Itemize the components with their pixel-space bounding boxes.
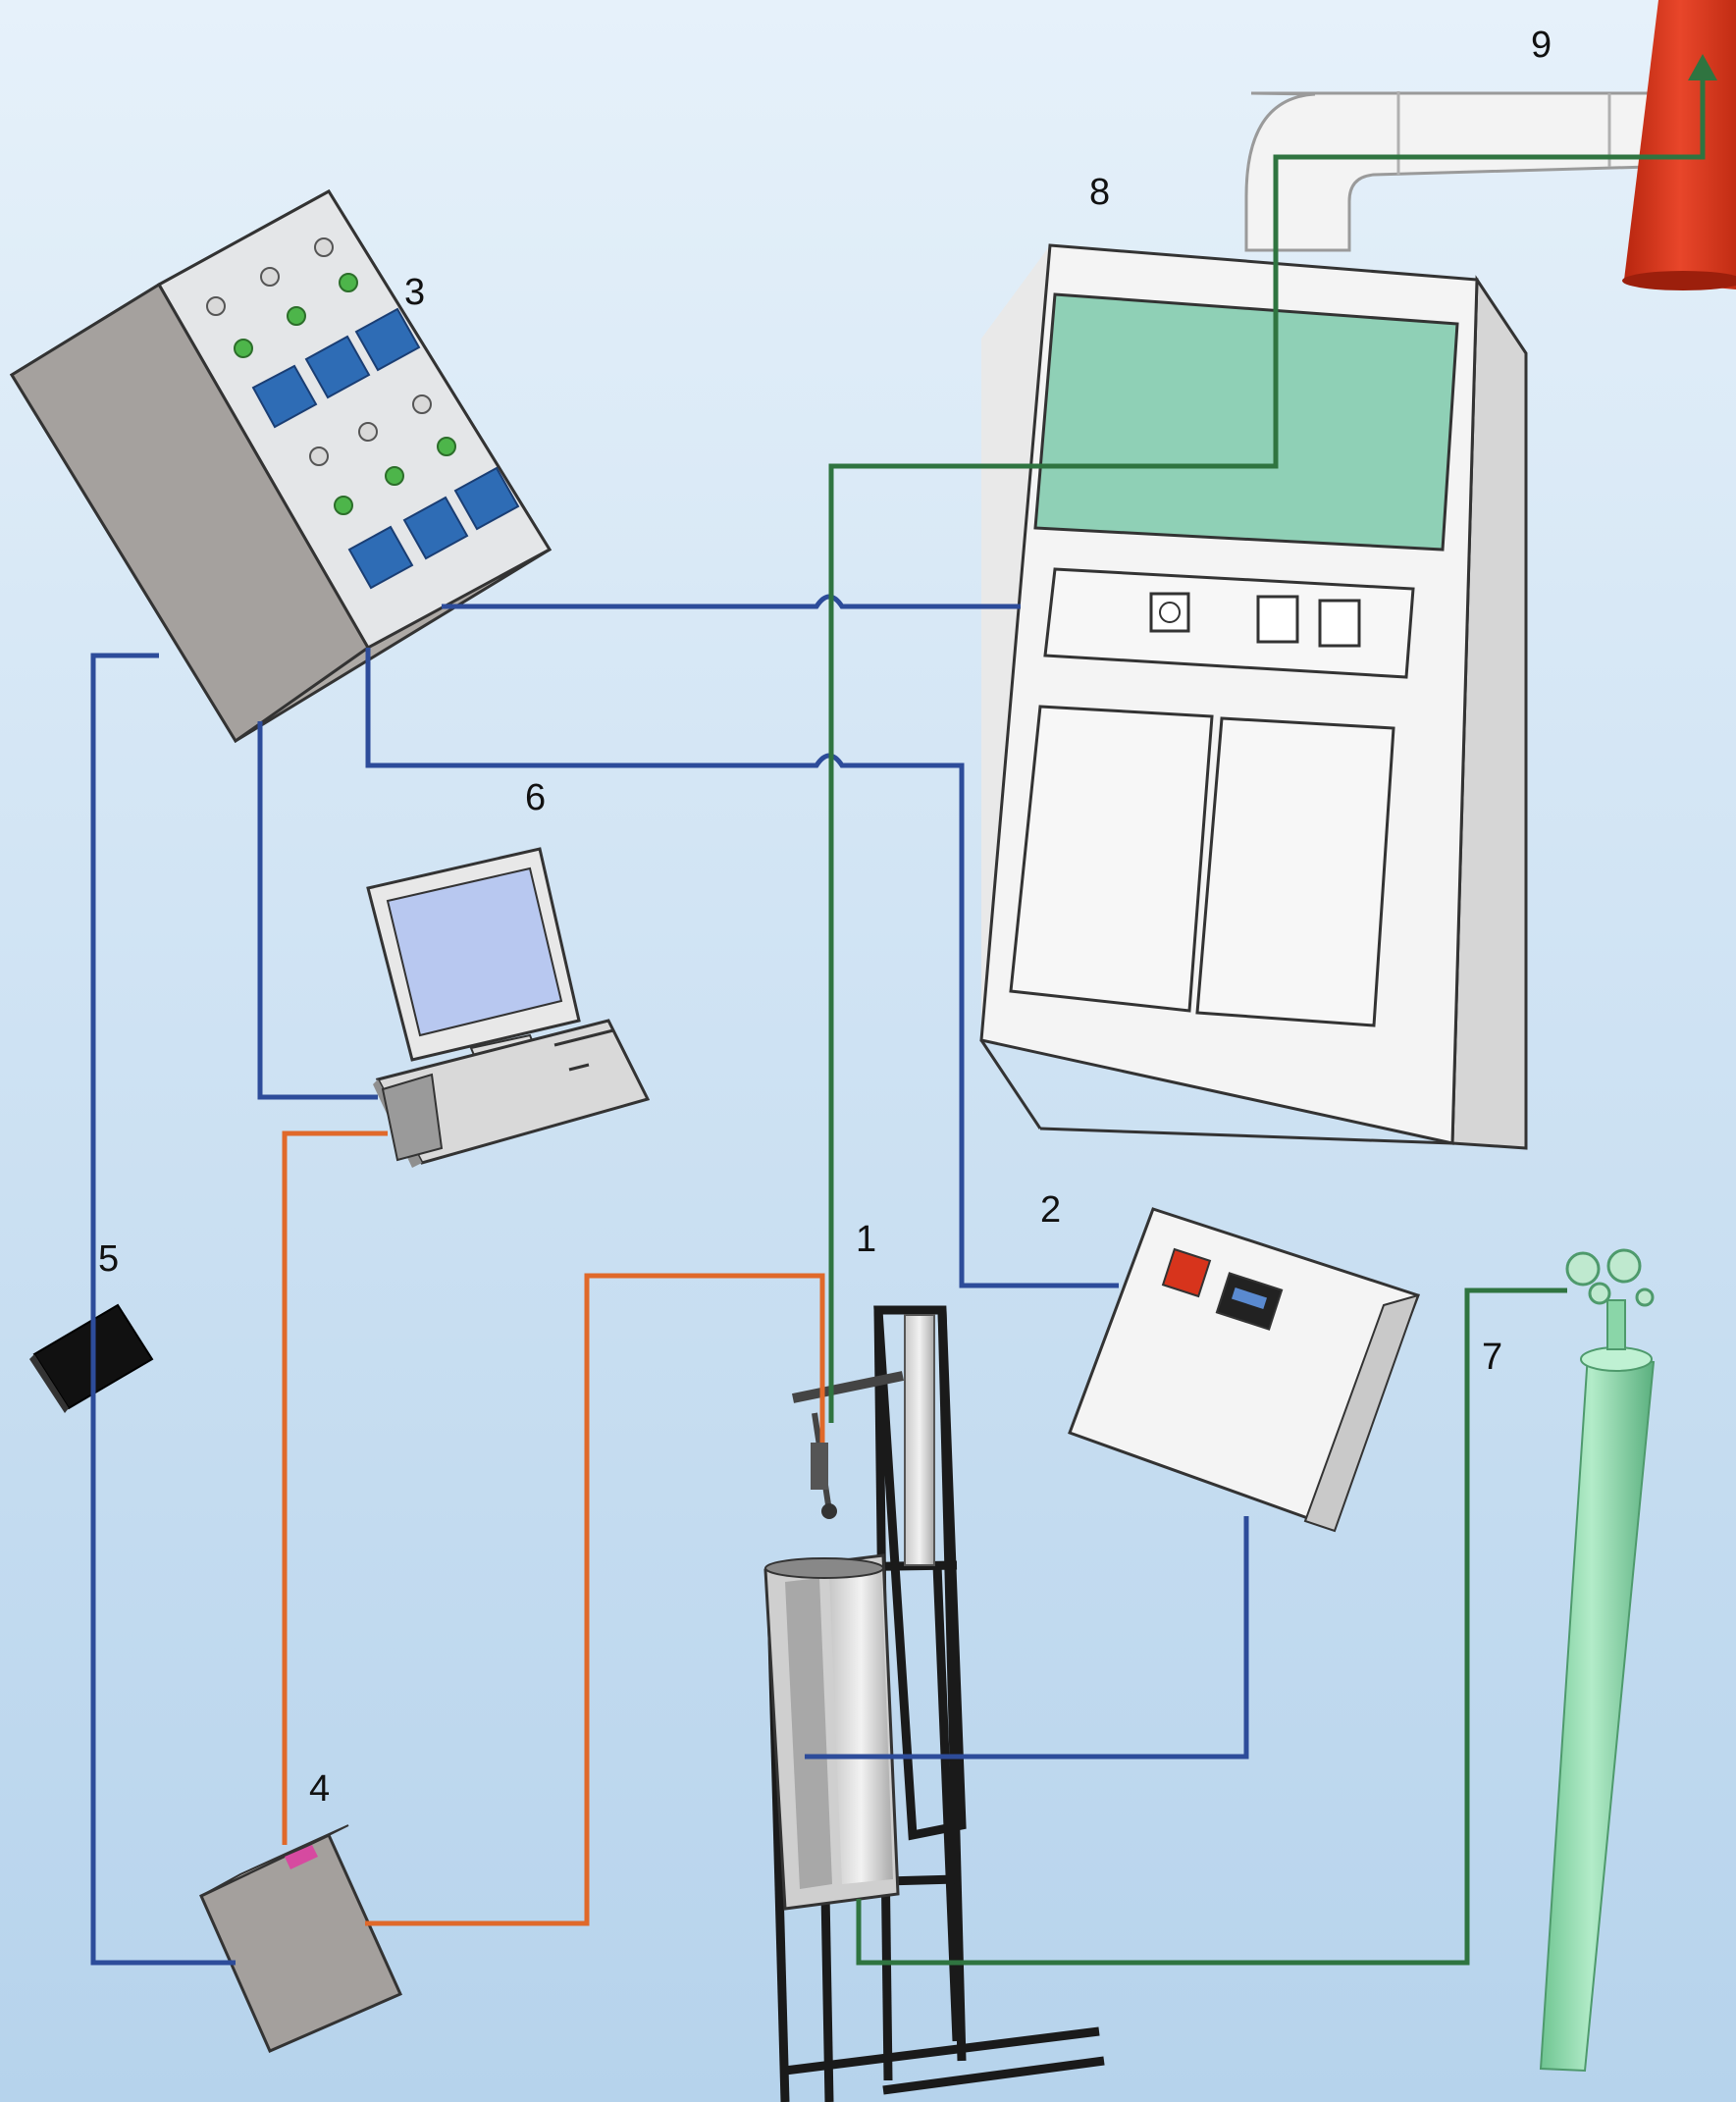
exhaust-duct bbox=[1244, 91, 1651, 252]
label-converter: 5 bbox=[98, 1238, 119, 1280]
label-control-cabinet: 3 bbox=[404, 272, 425, 313]
thermocouple-reader bbox=[199, 1824, 402, 2053]
gas-cylinder bbox=[1539, 1248, 1656, 2073]
sample-holder-arm bbox=[791, 1371, 905, 1519]
wire-computer-to-reader bbox=[282, 1130, 388, 1845]
fume-cupboard bbox=[979, 243, 1528, 1150]
wire-controller-to-furnace bbox=[805, 1516, 1249, 1760]
computer-monitor bbox=[366, 847, 581, 1074]
wire-cabinet-to-converter bbox=[90, 653, 236, 1966]
label-gas-cylinder: 7 bbox=[1482, 1337, 1502, 1378]
exhaust-line-furnace-to-hood bbox=[828, 54, 1717, 1423]
cabinet-indicator-lights bbox=[234, 273, 456, 515]
label-furnace: 1 bbox=[856, 1219, 876, 1260]
furnace-controller bbox=[1068, 1207, 1420, 1533]
label-controller: 2 bbox=[1040, 1189, 1061, 1231]
wire-reader-to-furnace bbox=[365, 1273, 825, 1926]
label-reader: 4 bbox=[309, 1768, 330, 1810]
control-cabinet bbox=[9, 188, 552, 744]
cabinet-meter-panels bbox=[251, 307, 520, 590]
label-fume-cupboard: 8 bbox=[1089, 172, 1110, 213]
label-computer: 6 bbox=[525, 777, 546, 818]
tube-furnace bbox=[763, 1553, 900, 1911]
gas-line-cylinder-to-furnace bbox=[856, 1287, 1567, 1966]
computer-tower bbox=[373, 1019, 651, 1168]
label-exhaust: 9 bbox=[1531, 25, 1552, 66]
cabinet-dials bbox=[206, 237, 432, 466]
wire-cabinet-to-computer bbox=[257, 721, 378, 1100]
sample-rod bbox=[904, 1314, 935, 1566]
